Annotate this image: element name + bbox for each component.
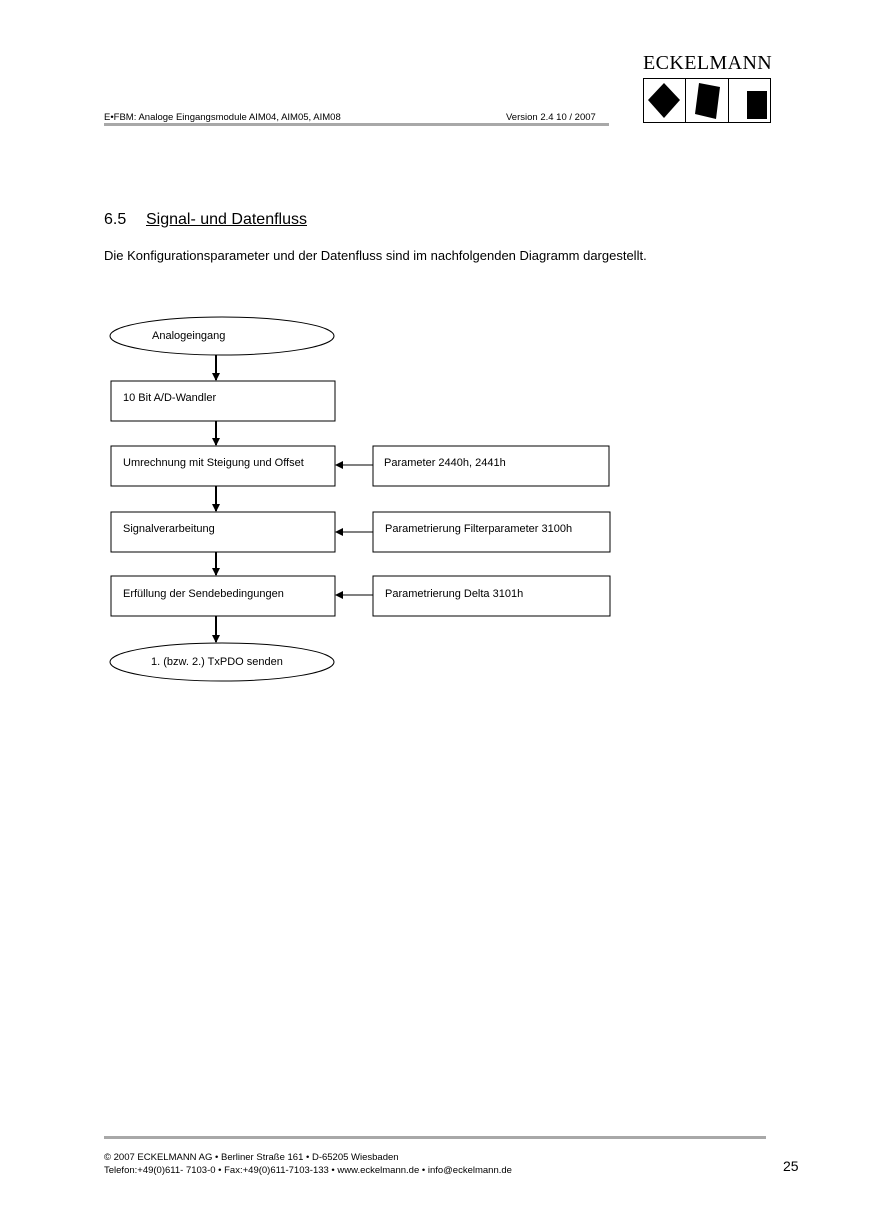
end-node-label: 1. (bzw. 2.) TxPDO senden xyxy=(151,656,283,668)
step-label-1: 10 Bit A/D-Wandler xyxy=(123,392,217,404)
company-logo-icon xyxy=(643,78,771,123)
document-title: E•FBM: Analoge Eingangsmodule AIM04, AIM… xyxy=(104,112,341,123)
step-box-2 xyxy=(110,445,336,487)
step-label-4: Erfüllung der Sendebedingungen xyxy=(123,588,284,600)
param-box-2 xyxy=(372,511,611,553)
step-label-3: Signalverarbeitung xyxy=(123,523,215,535)
footer-contact: Telefon:+49(0)611- 7103-0 • Fax:+49(0)61… xyxy=(104,1165,512,1176)
start-node xyxy=(109,316,335,356)
company-logo-text: ECKELMANN xyxy=(643,52,773,74)
param-box-1 xyxy=(372,445,610,487)
param-box-3 xyxy=(372,575,611,617)
page-number: 25 xyxy=(783,1158,799,1174)
param-label-2: Parametrierung Filterparameter 3100h xyxy=(385,523,573,535)
step-box-1 xyxy=(110,380,336,422)
end-node xyxy=(109,642,335,682)
step-label-2: Umrechnung mit Steigung und Offset xyxy=(123,457,304,469)
param-label-3: Parametrierung Delta 3101h xyxy=(385,588,524,600)
header-rule xyxy=(104,123,609,126)
footer-rule xyxy=(104,1136,766,1139)
document-version: Version 2.4 10 / 2007 xyxy=(506,112,596,123)
footer-address: © 2007 ECKELMANN AG • Berliner Straße 16… xyxy=(104,1152,399,1163)
section-intro: Die Konfigurationsparameter und der Date… xyxy=(104,248,647,263)
param-label-1: Parameter 2440h, 2441h xyxy=(384,457,506,469)
section-number: 6.5 xyxy=(104,211,127,228)
start-node-label: Analogeingang xyxy=(152,330,226,342)
section-title: Signal- und Datenfluss xyxy=(146,211,307,228)
